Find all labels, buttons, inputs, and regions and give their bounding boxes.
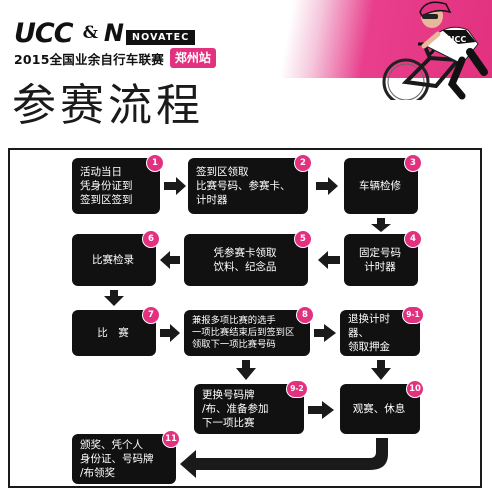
step-9-1-badge: 9-1 bbox=[402, 306, 424, 324]
step-9-2-badge: 9-2 bbox=[286, 380, 308, 398]
arrow-down-icon bbox=[236, 360, 256, 380]
step-8-label: 兼报多项比赛的选手 一项比赛结束后到签到区 领取下一项比赛号码 bbox=[192, 315, 295, 350]
step-6-badge: 6 bbox=[142, 230, 160, 248]
step-7-box: 比 赛 7 bbox=[72, 306, 160, 356]
step-4-badge: 4 bbox=[404, 230, 422, 248]
event-title-row: 2015全国业余自行车联赛 郑州站 bbox=[14, 48, 216, 68]
step-2-label: 签到区领取 比赛号码、参赛卡、 计时器 bbox=[196, 166, 291, 206]
step-9-1-box: 退换计时器、 领取押金 9-1 bbox=[340, 306, 424, 356]
step-11-box: 颁奖、凭个人 身份证、号码牌 /布领奖 11 bbox=[72, 430, 180, 484]
step-2-box: 签到区领取 比赛号码、参赛卡、 计时器 2 bbox=[188, 154, 312, 214]
step-9-2-label: 更换号码牌 /布、准备参加 下一项比赛 bbox=[202, 389, 269, 429]
flow-chart: 活动当日 凭身份证到 签到区签到 1 签到区领取 比赛号码、参赛卡、 计时器 2… bbox=[8, 148, 482, 488]
step-2-badge: 2 bbox=[294, 154, 312, 172]
step-3-box: 车辆检修 3 bbox=[344, 154, 422, 214]
page-title: 参赛流程 bbox=[12, 80, 204, 131]
step-5-label: 凭参赛卡领取 饮料、纪念品 bbox=[213, 247, 277, 273]
logo-ampersand: & bbox=[82, 23, 98, 43]
step-9-1-label: 退换计时器、 领取押金 bbox=[348, 313, 390, 353]
arrow-left-icon bbox=[160, 251, 180, 269]
step-9-2-box: 更换号码牌 /布、准备参加 下一项比赛 9-2 bbox=[194, 380, 308, 434]
step-1-badge: 1 bbox=[146, 154, 164, 172]
arrow-right-icon bbox=[316, 177, 338, 195]
step-3-badge: 3 bbox=[404, 154, 422, 172]
step-1-label: 活动当日 凭身份证到 签到区签到 bbox=[80, 166, 133, 206]
step-1-box: 活动当日 凭身份证到 签到区签到 1 bbox=[72, 154, 164, 214]
step-10-badge: 10 bbox=[406, 380, 424, 398]
arrow-right-icon bbox=[314, 324, 336, 342]
step-10-label: 观赛、休息 bbox=[352, 403, 406, 415]
step-5-badge: 5 bbox=[294, 230, 312, 248]
event-title: 2015全国业余自行车联赛 bbox=[14, 51, 164, 67]
step-11-label: 颁奖、凭个人 身份证、号码牌 /布领奖 bbox=[80, 439, 154, 479]
arrow-down-icon bbox=[104, 290, 124, 306]
svg-text:UCC: UCC bbox=[448, 35, 466, 44]
step-6-box: 比赛检录 6 bbox=[72, 230, 160, 286]
step-7-badge: 7 bbox=[142, 306, 160, 324]
arrow-left-icon bbox=[318, 251, 340, 269]
arrow-right-icon bbox=[164, 177, 186, 195]
cyclist-illustration: UCC bbox=[382, 1, 488, 100]
arrow-right-icon bbox=[160, 324, 180, 342]
novatec-logo: NOVATEC bbox=[126, 29, 196, 45]
arrow-right-icon bbox=[308, 401, 334, 419]
step-4-label: 固定号码 计时器 bbox=[359, 247, 401, 273]
city-badge: 郑州站 bbox=[169, 48, 216, 68]
step-7-label: 比 赛 bbox=[97, 327, 129, 339]
step-4-box: 固定号码 计时器 4 bbox=[344, 230, 422, 286]
step-3-label: 车辆检修 bbox=[359, 180, 401, 192]
sponsor-logos: UCC & N NOVATEC bbox=[14, 17, 196, 49]
step-10-box: 观赛、休息 10 bbox=[340, 380, 424, 434]
header-banner bbox=[0, 0, 492, 78]
ucc-logo: UCC bbox=[14, 17, 74, 49]
arrow-down-icon bbox=[371, 218, 391, 232]
step-6-label: 比赛检录 bbox=[92, 254, 134, 266]
step-5-box: 凭参赛卡领取 饮料、纪念品 5 bbox=[184, 230, 312, 286]
novatec-n-logo: N bbox=[103, 19, 125, 47]
step-8-box: 兼报多项比赛的选手 一项比赛结束后到签到区 领取下一项比赛号码 8 bbox=[184, 306, 314, 356]
step-11-badge: 11 bbox=[162, 430, 180, 448]
arrow-down-icon bbox=[371, 360, 391, 380]
arrows-layer bbox=[104, 177, 391, 478]
step-8-badge: 8 bbox=[296, 306, 314, 324]
curved-arrow-icon bbox=[180, 438, 388, 478]
